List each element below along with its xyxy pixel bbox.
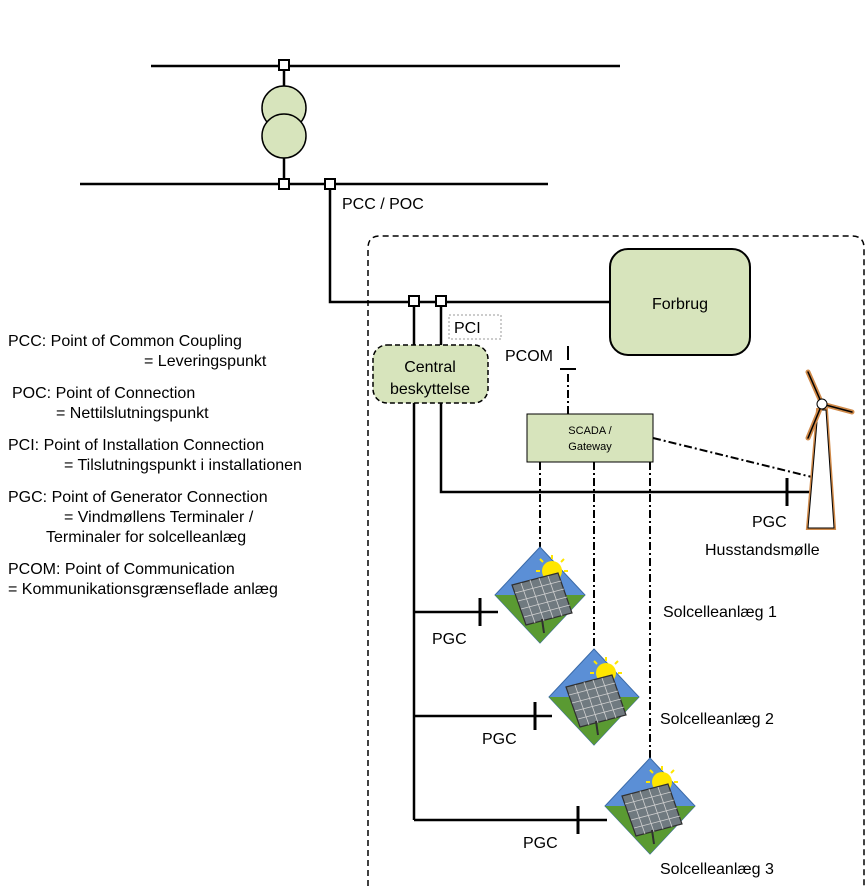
legend-pgc-line2: = Vindmøllens Terminaler / [64,509,254,526]
scada-label-line2: Gateway [568,441,612,453]
pcom-label: PCOM [505,348,553,365]
scada-label-line1: SCADA / [568,425,612,437]
solcelle1-label: Solcelleanlæg 1 [663,604,777,621]
forbrug-box [609,248,751,356]
pci-connection-point [408,295,420,307]
central-label-line1: Central [404,359,456,376]
legend-pgc-line3: Terminaler for solcelleanlæg [46,529,247,546]
pgc-solar3-label: PGC [523,835,558,852]
transformer-icon [261,85,307,159]
legend-pcc-line1: PCC: Point of Common Coupling [8,333,242,350]
scada-gateway-box [526,413,654,463]
legend-entry-pgc: PGC: Point of Generator Connection = Vin… [8,488,378,548]
comm-line-turbine [652,437,817,479]
pcc-poc-label: PCC / POC [342,196,424,213]
pgc-turbine-label: PGC [752,514,787,531]
legend-pgc-line1: PGC: Point of Generator Connection [8,489,268,506]
solar-panel-3-icon [604,757,696,855]
pci-label: PCI [454,320,481,337]
legend: PCC: Point of Common Coupling = Levering… [8,332,378,612]
husstandsmolle-label: Husstandsmølle [705,542,820,559]
legend-entry-pcom: PCOM: Point of Communication = Kommunika… [8,560,378,600]
solcelle2-label: Solcelleanlæg 2 [660,711,774,728]
legend-entry-pcc: PCC: Point of Common Coupling = Levering… [8,332,378,372]
installation-boundary [367,235,865,886]
legend-pcom-line1: PCOM: Point of Communication [8,561,235,578]
central-protection-box [372,344,489,404]
solcelle3-label: Solcelleanlæg 3 [660,861,774,878]
connection-point [278,59,290,71]
legend-pcc-line2: = Leveringspunkt [144,353,267,370]
legend-entry-poc: POC: Point of Connection = Nettilslutnin… [8,384,378,424]
legend-pci-line1: PCI: Point of Installation Connection [8,437,265,454]
pgc-solar2-label: PGC [482,731,517,748]
pci-label-box [448,314,502,340]
pcc-feeder-line [328,189,610,304]
legend-pci-line2: = Tilslutningspunkt i installationen [64,457,302,474]
connection-point [278,178,290,190]
legend-poc-line1: POC: Point of Connection [12,385,196,402]
wind-turbine-icon [805,369,855,530]
pci-connection-point [435,295,447,307]
legend-entry-pci: PCI: Point of Installation Connection = … [8,436,378,476]
legend-poc-line2: = Nettilslutningspunkt [56,405,209,422]
pcc-connection-point [324,178,336,190]
solar-panel-2-icon [548,648,640,746]
pgc-solar1-label: PGC [432,631,467,648]
central-label-line2: beskyttelse [390,381,470,398]
forbrug-label: Forbrug [652,296,708,313]
turbine-feeder-line [439,403,818,494]
legend-pcom-line2: = Kommunikationsgrænseflade anlæg [8,581,278,598]
solar-panel-1-icon [494,546,586,644]
